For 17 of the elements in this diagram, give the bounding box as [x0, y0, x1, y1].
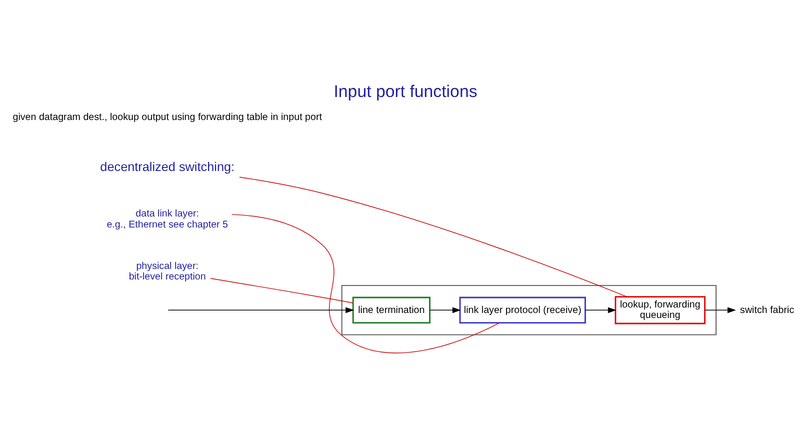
node-text: switch fabric	[740, 304, 794, 316]
diagram-title: Input port functions	[334, 82, 478, 101]
connector	[239, 176, 628, 297]
node-text: data link layer: e.g., Ethernet see chapter 5	[106, 208, 228, 230]
arrow	[704, 306, 736, 313]
node-box: link layer protocol (receive)	[459, 296, 586, 324]
arrow	[430, 306, 461, 313]
node-box: lookup, forwarding queueing	[614, 296, 706, 324]
node-text: decentralized switching:	[100, 160, 235, 174]
connector	[210, 278, 354, 303]
connector	[231, 214, 500, 353]
node-text: physical layer: bit-level reception	[128, 260, 206, 282]
node-box: line termination	[352, 296, 430, 324]
arrow	[585, 306, 616, 313]
label: given datagram dest., lookup output using forwarding table in input port	[12, 112, 322, 122]
cluster	[341, 284, 717, 335]
arrow	[168, 306, 354, 313]
